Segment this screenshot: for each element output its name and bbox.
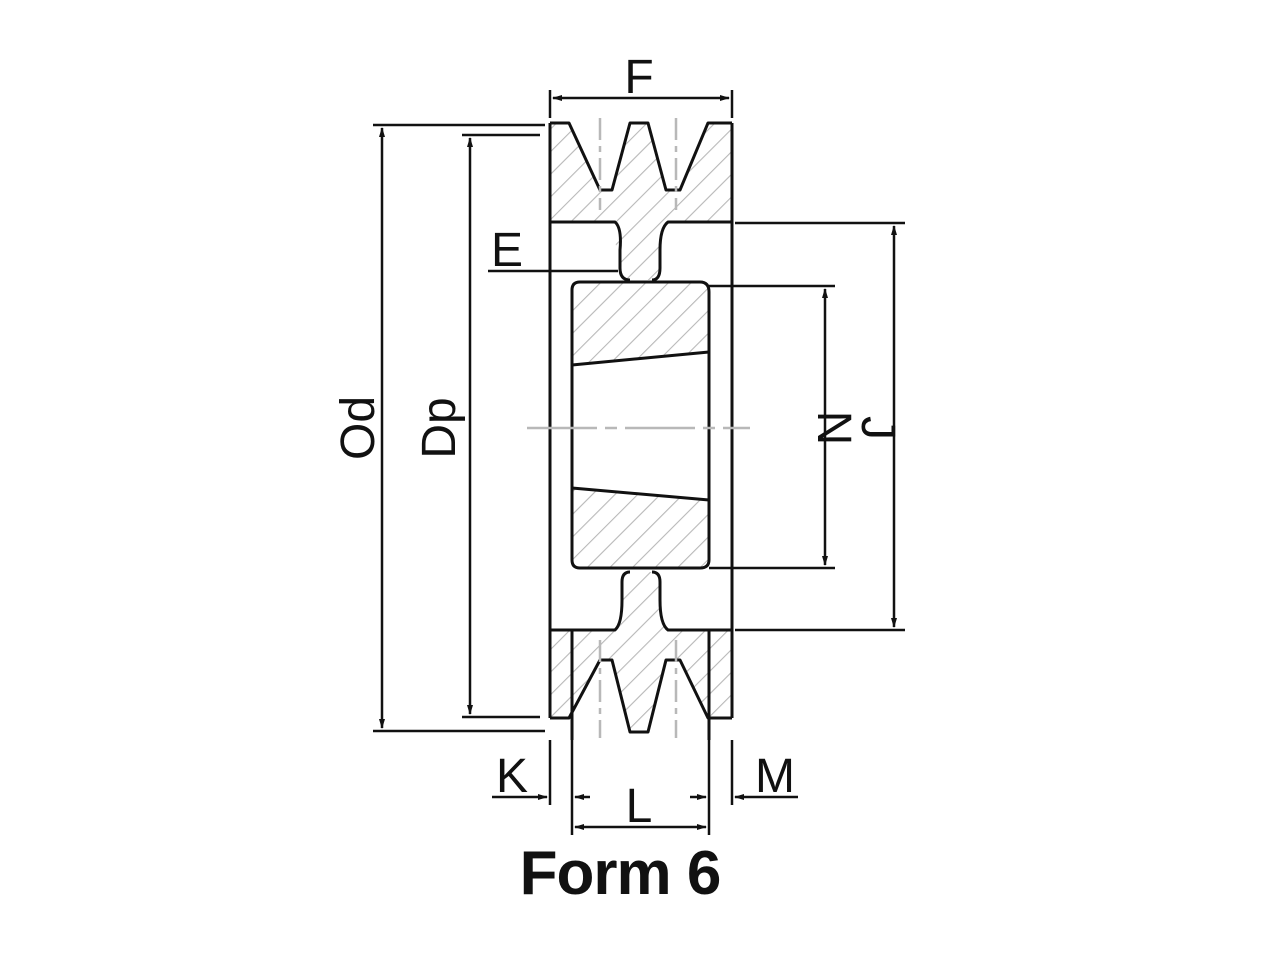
label-dp: Dp	[413, 397, 466, 458]
diagram-caption: Form 6	[519, 839, 722, 908]
hub-upper-section	[572, 282, 709, 365]
label-k: K	[496, 750, 528, 803]
label-l: L	[626, 780, 653, 833]
centerlines	[527, 118, 750, 738]
bottom-rim-section	[550, 630, 732, 732]
label-e: E	[491, 224, 523, 277]
label-od: Od	[332, 396, 385, 460]
top-web-section	[615, 222, 668, 280]
label-m: M	[755, 750, 795, 803]
pulley-outline	[548, 121, 734, 740]
label-j: J	[851, 416, 904, 440]
hub-lower-section	[572, 488, 709, 568]
bottom-web-section	[615, 572, 668, 630]
label-n: N	[807, 411, 860, 446]
dimension-lines	[373, 90, 905, 835]
label-f: F	[624, 51, 653, 104]
hatched-sections	[550, 123, 732, 732]
top-rim-section	[550, 123, 732, 222]
dimension-labels: F E Od Dp N J K L M	[332, 51, 904, 833]
